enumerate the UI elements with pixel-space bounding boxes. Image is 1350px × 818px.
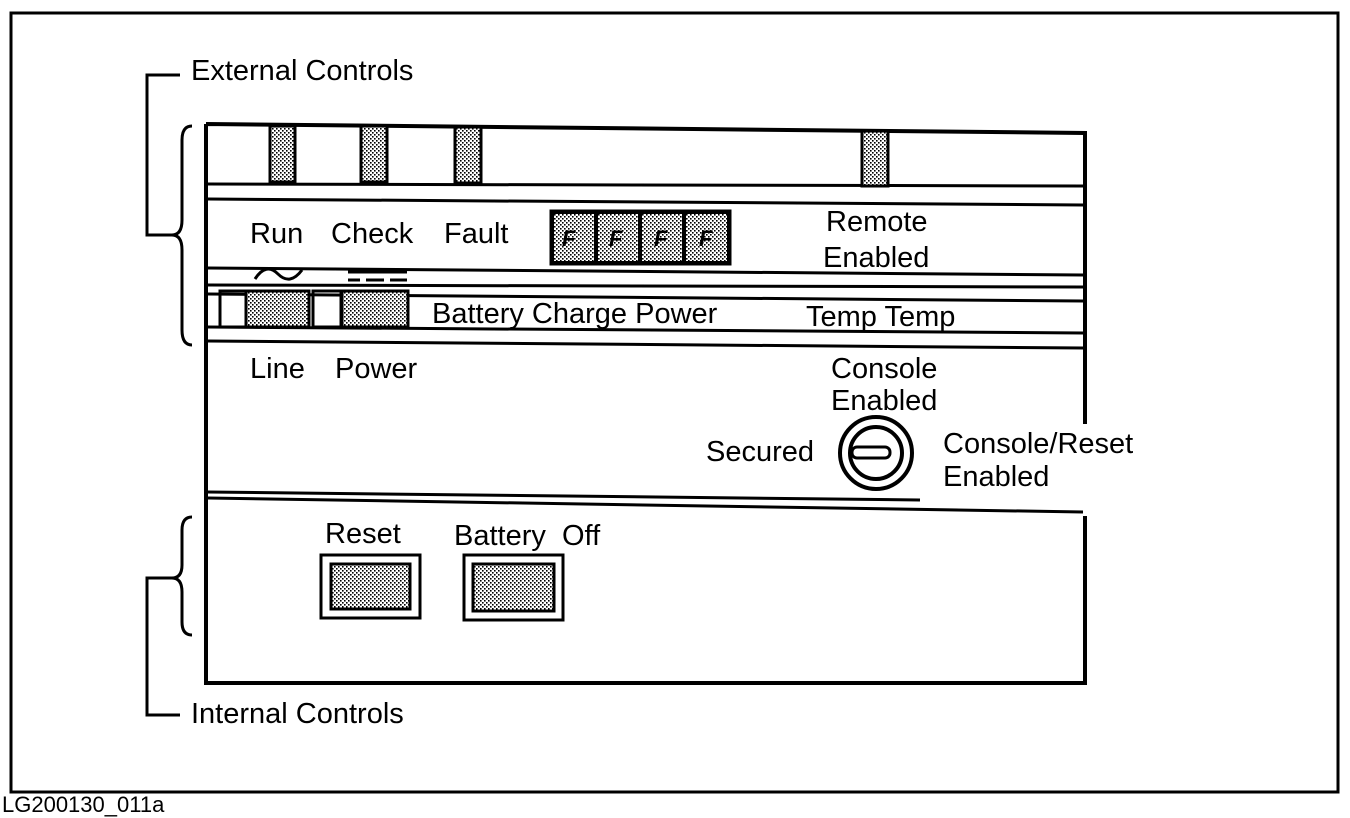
reset-button xyxy=(319,553,422,620)
power-label: Power xyxy=(335,353,418,385)
fault-segment-4: F xyxy=(699,226,713,251)
secured-label: Secured xyxy=(706,436,814,468)
run-lamp xyxy=(268,124,297,184)
ac-symbol-icon xyxy=(253,267,304,281)
fault-label: Fault xyxy=(444,218,508,250)
check-label: Check xyxy=(331,218,414,250)
fault-lamp xyxy=(453,125,483,185)
panel-outline xyxy=(204,122,1087,685)
battery-charge-power-label: Battery Charge Power xyxy=(432,298,718,330)
external-controls-bracket xyxy=(145,73,193,347)
remote-label: Remote xyxy=(826,206,928,238)
external-controls-label: External Controls xyxy=(191,55,413,87)
line-lamp xyxy=(244,289,311,329)
check-lamp xyxy=(359,124,389,184)
figure-id: LG200130_011a xyxy=(2,792,165,817)
remote-enabled-label: Enabled xyxy=(823,242,929,274)
temp-temp-label: Temp Temp xyxy=(806,301,955,333)
fault-code-display: F F F F xyxy=(549,209,732,266)
fault-segment-2: F xyxy=(609,226,623,251)
internal-controls-label: Internal Controls xyxy=(191,698,404,730)
internal-controls-bracket xyxy=(145,515,193,717)
fault-segment-1: F xyxy=(562,226,576,251)
key-switch-icon xyxy=(838,415,914,491)
console-enabled-label: Enabled xyxy=(831,385,937,417)
status-box-left xyxy=(218,289,248,329)
battery-off-button xyxy=(462,553,565,622)
fault-segment-3: F xyxy=(654,226,668,251)
dc-symbol-icon xyxy=(348,270,407,282)
console-reset-enabled-label: Enabled xyxy=(943,461,1049,493)
reset-label: Reset xyxy=(325,518,401,550)
console-reset-label: Console/Reset xyxy=(943,428,1133,460)
run-label: Run xyxy=(250,218,303,250)
remote-enabled-lamp xyxy=(860,129,890,188)
console-label: Console xyxy=(831,353,937,385)
figure-border xyxy=(9,11,1340,794)
power-lamp xyxy=(340,289,410,329)
battery-off-label: Battery Off xyxy=(454,520,601,552)
line-label: Line xyxy=(250,353,305,385)
